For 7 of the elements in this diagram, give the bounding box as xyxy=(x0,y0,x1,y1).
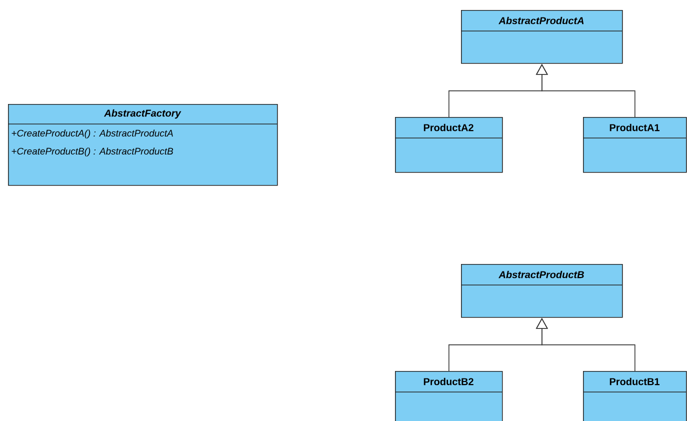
class-box: ProductB2 xyxy=(394,371,503,421)
class-box: AbstractProductB xyxy=(460,264,623,318)
class-box: ProductB1 xyxy=(582,371,687,421)
class-box: AbstractFactory +CreateProductA() : AbstractProductA +CreateProductB() : AbstractProductB xyxy=(8,104,278,186)
class-box: ProductA1 xyxy=(582,117,687,173)
class-box: ProductA2 xyxy=(394,117,503,173)
class-box: AbstractProductA xyxy=(460,10,623,64)
